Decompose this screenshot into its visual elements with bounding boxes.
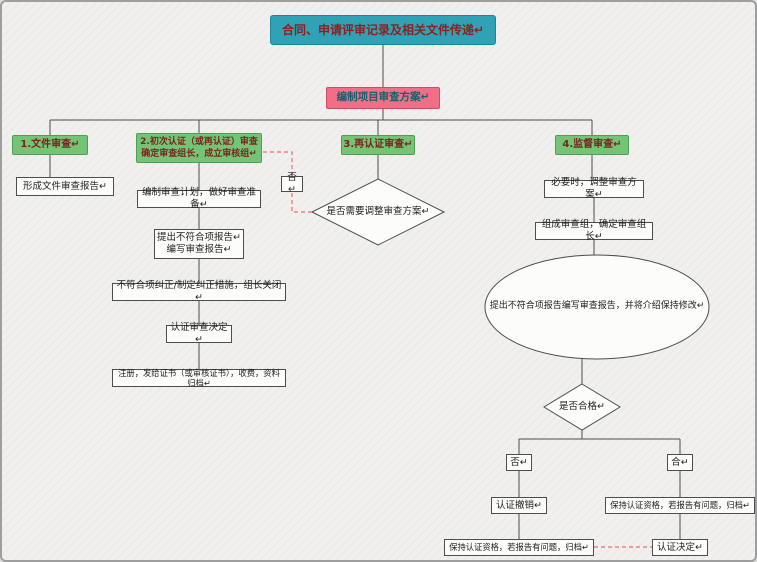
branch2-step5-node: 注册，发给证书（或审核证书），收费，资料归档↵: [112, 368, 286, 388]
branch4-no-node: 否↵: [506, 454, 532, 471]
branch4-pass-node: 合↵: [667, 454, 693, 471]
plan-node: 编制项目审查方案↵: [326, 87, 440, 109]
branch1-header-node: 1.文件审查↵: [12, 135, 88, 155]
title-node: 合同、申请评审记录及相关文件传递↵: [270, 15, 496, 45]
branch2-step2-node: 提出不符合项报告↵ 编写审查报告↵: [154, 229, 244, 259]
branch4-decision-label: 是否合格↵: [559, 401, 605, 413]
branch2-step3-node: 不符合项纠正/制定纠正措施，组长关闭↵: [112, 280, 286, 303]
branch3-header-node: 3.再认证审查↵: [341, 135, 415, 155]
branch4-keep-bottom-node: 保持认证资格，若报告有问题，归档↵: [444, 539, 594, 556]
branch2-step4-node: 认证审查决定↵: [166, 322, 232, 345]
branch3-no-label: 否↵: [281, 172, 303, 195]
branch3-decision-label: 是否需要调整审查方案↵: [326, 206, 430, 218]
branch4-header-node: 4.监督审查↵: [555, 135, 629, 155]
branch4-final-node: 认证决定↵: [652, 539, 708, 556]
branch4-revoke-node: 认证撤销↵: [491, 497, 547, 514]
branch4-ellipse-label: 提出不符合项报告编写审查报告，并将介绍保持修改↵: [489, 301, 705, 312]
branch4-keep-right-node: 保持认证资格，若报告有问题，归档↵: [605, 497, 755, 514]
branch2-step1-node: 编制审查计划，做好审查准备↵: [137, 187, 261, 210]
branch4-step1-node: 必要时，调整审查方案↵: [544, 177, 644, 200]
branch4-step2-node: 组成审查组，确定审查组长↵: [535, 219, 653, 242]
branch1-report-node: 形成文件审查报告↵: [16, 177, 114, 196]
branch2-header-node: 2.初次认证（或再认证）审查确定审查组长，成立审核组↵: [136, 133, 262, 163]
